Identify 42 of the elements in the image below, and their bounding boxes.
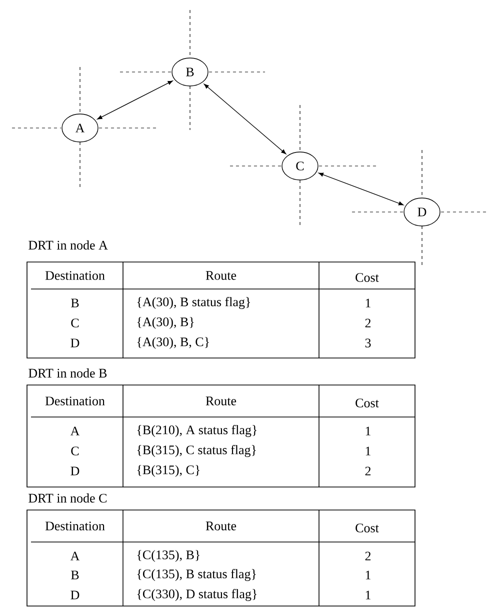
table-cell: C	[71, 446, 79, 456]
table-cell: {A(30), B, C}	[137, 337, 209, 349]
table-cell: 2	[365, 466, 371, 476]
arrow	[204, 84, 286, 154]
table-cell: 3	[365, 338, 371, 348]
header-cell: Route	[206, 271, 236, 280]
table-cell: 1	[366, 426, 370, 436]
table-cell: {C(135), B}	[137, 550, 200, 562]
table-cell: {A(30), B status flag}	[137, 297, 250, 309]
table-cell: {C(135), B status flag}	[137, 569, 256, 581]
table-cell: {B(315), C status flag}	[137, 445, 256, 457]
arrow	[97, 80, 173, 120]
table-cell: 2	[365, 552, 371, 560]
arrow	[318, 172, 404, 206]
header-cell: Destination	[45, 271, 105, 280]
table-cell: B	[71, 298, 79, 308]
table-cell: 2	[365, 318, 371, 328]
table-cell: {A(30), B}	[137, 317, 194, 329]
table-title: DRT in node C	[28, 493, 106, 503]
table-cell: D	[70, 338, 80, 348]
table-title: DRT in node B	[28, 368, 107, 378]
table-cell: {B(210), A status flag}	[137, 425, 257, 437]
header-cell: Destination	[45, 522, 105, 530]
table-cell: A	[70, 552, 80, 560]
table-cell: {B(315), C}	[137, 465, 200, 477]
table-cell: D	[70, 590, 80, 600]
table-cell: 1	[366, 570, 370, 580]
header-cell: Cost	[356, 398, 379, 408]
header-cell: Cost	[356, 273, 379, 282]
table-cell: D	[70, 466, 80, 476]
header-cell: Route	[206, 522, 236, 530]
table-cell: 1	[366, 298, 370, 308]
table-cell: C	[71, 318, 79, 328]
header-cell: Route	[206, 396, 236, 406]
table-cell: A	[70, 426, 80, 436]
header-cell: Cost	[356, 524, 379, 532]
header-cell: Destination	[45, 396, 105, 406]
table-cell: B	[71, 570, 79, 580]
table-cell: {C(330), D status flag}	[137, 589, 257, 601]
table-title: DRT in node A	[28, 240, 108, 250]
table-cell: 1	[366, 590, 370, 600]
table-cell: 1	[366, 446, 370, 456]
